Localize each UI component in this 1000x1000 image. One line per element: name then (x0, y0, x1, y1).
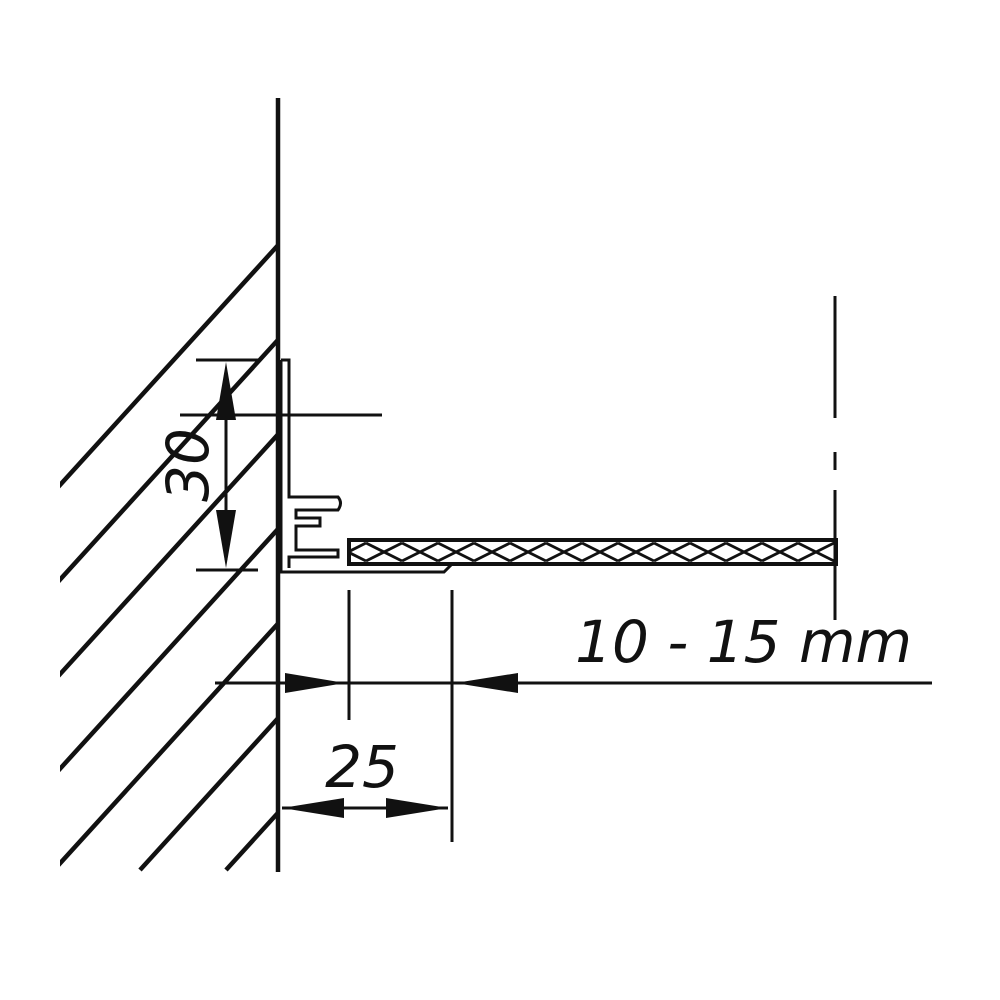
hatch-line (60, 336, 278, 583)
extension-lines (180, 296, 837, 842)
strip-hatch-line (351, 542, 367, 553)
width-dimension (282, 798, 448, 818)
strip-hatch-line (365, 542, 403, 562)
hatch-line (60, 431, 278, 678)
hatch-line (656, 100, 1000, 870)
strip-hatch-line (545, 542, 583, 562)
strip-hatch-line (797, 542, 835, 562)
strip-hatch-line (653, 542, 691, 562)
height-dimension (216, 362, 236, 568)
hatch-line (742, 100, 1000, 870)
strip-hatch-line (725, 542, 763, 562)
wall-hatching (60, 100, 1000, 872)
strip-hatch-line (509, 542, 547, 562)
strip-hatch-line (761, 542, 799, 562)
height-dimension-label: 30 (154, 428, 222, 502)
hatch-line (60, 620, 278, 867)
board-strip (347, 538, 838, 566)
hatch-line (138, 714, 278, 872)
strip-hatch-line (437, 542, 475, 562)
hatch-line (312, 100, 1000, 870)
strip-hatch-line (617, 542, 655, 562)
hatch-line (398, 100, 1000, 870)
width-dimension-label: 25 (325, 733, 399, 801)
strip-hatch-line (351, 551, 367, 562)
hatch-line (570, 100, 1000, 870)
strip-hatch-line (401, 542, 439, 562)
strip-hatch-line (689, 542, 727, 562)
strip-hatch-line (833, 558, 835, 562)
hatch-line (828, 100, 1000, 870)
gap-dimension-label: 10 - 15 mm (575, 608, 912, 676)
strip-hatch-line (833, 542, 835, 546)
strip-hatch-line (581, 542, 619, 562)
gap-dimension (215, 673, 932, 693)
hatch-line (60, 525, 278, 773)
hatch-line (484, 100, 1000, 870)
strip-hatch-line (473, 542, 511, 562)
